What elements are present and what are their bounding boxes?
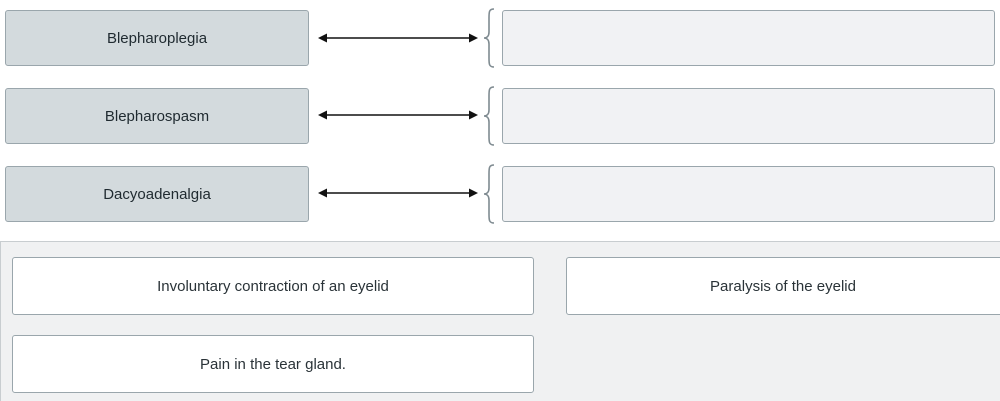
answer-bank: Involuntary contraction of an eyelid Par… xyxy=(0,241,1000,401)
prompt-term-label: Blepharospasm xyxy=(104,107,210,125)
left-curly-bracket-icon xyxy=(483,164,495,224)
prompt-term-label: Blepharoplegia xyxy=(106,29,208,47)
answer-card[interactable]: Pain in the tear gland. xyxy=(12,335,534,393)
prompt-term-1: Blepharoplegia xyxy=(5,10,309,66)
prompt-term-2: Blepharospasm xyxy=(5,88,309,144)
drop-zone-1[interactable] xyxy=(502,10,995,66)
drop-zone-3[interactable] xyxy=(502,166,995,222)
prompt-term-3: Dacyoadenalgia xyxy=(5,166,309,222)
answer-card[interactable]: Involuntary contraction of an eyelid xyxy=(12,257,534,315)
prompt-term-label: Dacyoadenalgia xyxy=(103,185,211,203)
answer-card[interactable]: Paralysis of the eyelid xyxy=(566,257,1000,315)
double-headed-arrow-icon xyxy=(318,110,478,120)
drop-zone-2[interactable] xyxy=(502,88,995,144)
answer-card-label: Involuntary contraction of an eyelid xyxy=(157,277,389,295)
answer-card-label: Paralysis of the eyelid xyxy=(710,277,856,295)
left-curly-bracket-icon xyxy=(483,86,495,146)
left-curly-bracket-icon xyxy=(483,8,495,68)
double-headed-arrow-icon xyxy=(318,188,478,198)
answer-card-label: Pain in the tear gland. xyxy=(200,355,346,373)
double-headed-arrow-icon xyxy=(318,33,478,43)
